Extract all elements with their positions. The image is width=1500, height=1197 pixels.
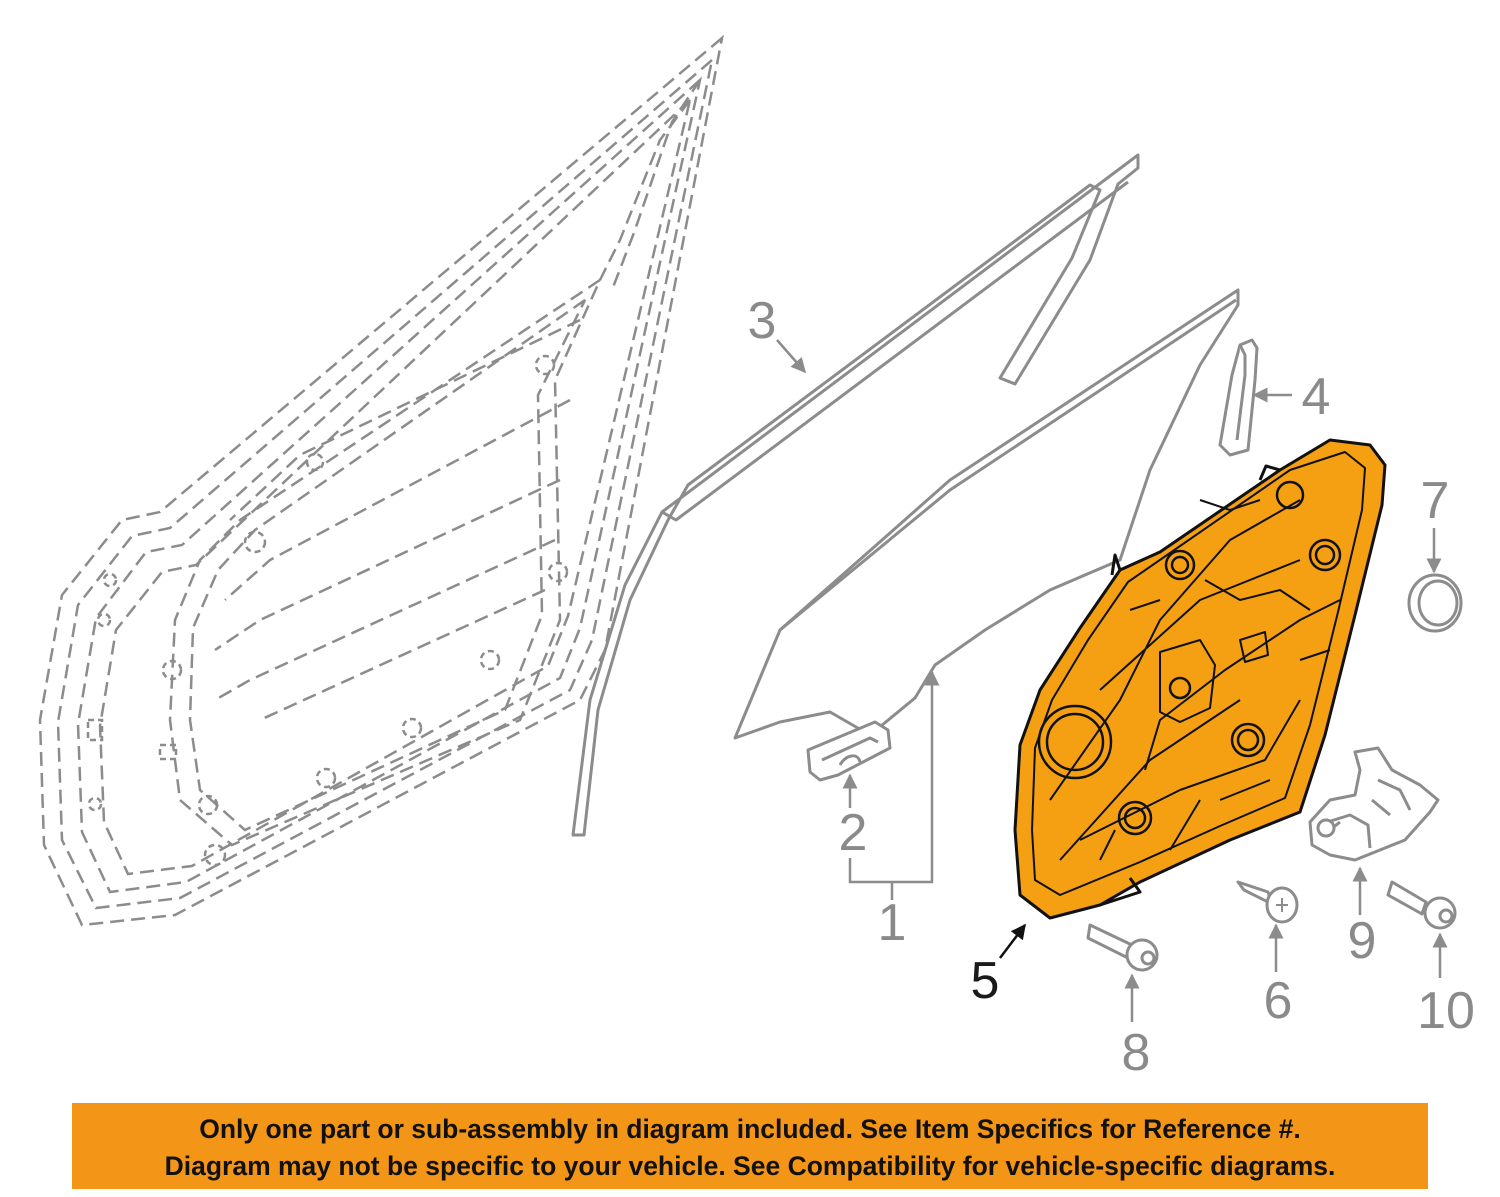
parts-diagram: 1 2 3 4 5 6 7 8 9 10 <box>38 34 1475 1082</box>
run-channel-piece <box>1218 338 1259 457</box>
callout-labels: 1 2 3 4 5 6 7 8 9 10 <box>748 292 1475 1082</box>
leader-3 <box>776 339 806 374</box>
callout-6: 6 <box>1264 972 1293 1030</box>
bolt-10 <box>1386 880 1457 930</box>
door-frame <box>38 34 724 927</box>
bolt-8 <box>1086 923 1159 972</box>
disclaimer-line-2: Diagram may not be specific to your vehi… <box>164 1151 1336 1181</box>
glass-run-channel <box>571 153 1140 837</box>
leader-lines <box>776 339 1448 1022</box>
callout-3: 3 <box>748 292 777 350</box>
screw-6 <box>1236 880 1299 924</box>
disclaimer-line-1: Only one part or sub-assembly in diagram… <box>199 1114 1301 1144</box>
callout-10: 10 <box>1417 982 1475 1040</box>
callout-2: 2 <box>839 804 868 862</box>
callout-5: 5 <box>971 952 1000 1010</box>
grommet <box>1407 573 1463 633</box>
window-regulator-module <box>1013 438 1387 920</box>
door-frame-holes <box>86 354 569 867</box>
regulator-motor <box>1308 746 1440 862</box>
leader-5 <box>999 923 1026 959</box>
door-glass <box>733 288 1240 740</box>
callout-9: 9 <box>1348 912 1377 970</box>
callout-7: 7 <box>1421 472 1450 530</box>
disclaimer-banner: Only one part or sub-assembly in diagram… <box>72 1103 1428 1189</box>
callout-1: 1 <box>878 894 907 952</box>
callout-4: 4 <box>1302 368 1331 426</box>
glass-bracket <box>806 720 892 782</box>
callout-8: 8 <box>1122 1024 1151 1082</box>
